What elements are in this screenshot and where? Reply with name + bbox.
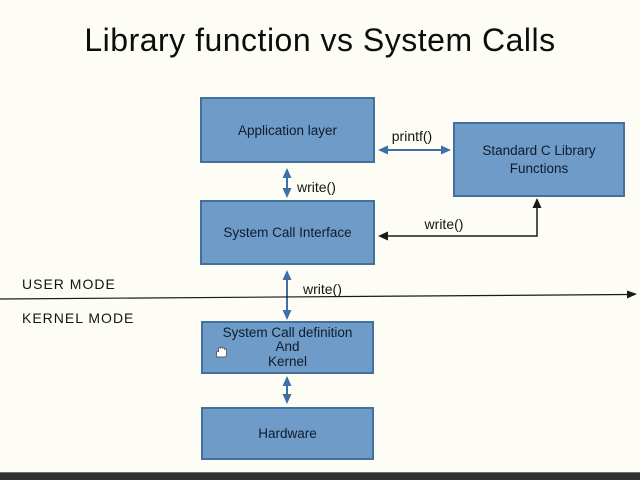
arrow-sci-kernel bbox=[282, 270, 292, 320]
box-kernel-line3: Kernel bbox=[267, 353, 308, 369]
arrow-app-sci bbox=[282, 168, 292, 198]
box-kernel: System Call definition And Kernel bbox=[201, 321, 374, 374]
arrow-printf bbox=[378, 145, 451, 155]
box-application-layer-label: Application layer bbox=[237, 122, 338, 138]
box-standard-c-library: Standard C Library Functions bbox=[453, 122, 625, 197]
box-system-call-interface: System Call Interface bbox=[200, 200, 375, 265]
box-hardware: Hardware bbox=[201, 407, 374, 460]
arrow-kernel-hardware bbox=[282, 376, 292, 404]
box-standard-c-library-line2: Functions bbox=[509, 160, 569, 176]
label-printf: printf() bbox=[391, 128, 433, 144]
page-title: Library function vs System Calls bbox=[84, 22, 556, 58]
box-standard-c-library-line1: Standard C Library bbox=[482, 142, 596, 158]
label-write-app-sci: write() bbox=[297, 179, 336, 195]
box-application-layer: Application layer bbox=[200, 97, 375, 163]
box-hardware-label: Hardware bbox=[258, 426, 317, 441]
hand-cursor-icon bbox=[216, 346, 227, 358]
label-write-lib-sci: write() bbox=[424, 216, 464, 232]
box-system-call-interface-label: System Call Interface bbox=[223, 225, 352, 240]
video-letterbox-bar bbox=[0, 472, 640, 480]
box-kernel-line1: System Call definition bbox=[222, 324, 353, 340]
box-kernel-line2: And bbox=[275, 339, 300, 355]
kernel-mode-label: KERNEL MODE bbox=[22, 310, 135, 326]
label-write-sci-kernel: write() bbox=[303, 281, 342, 297]
user-mode-label: USER MODE bbox=[22, 276, 116, 292]
